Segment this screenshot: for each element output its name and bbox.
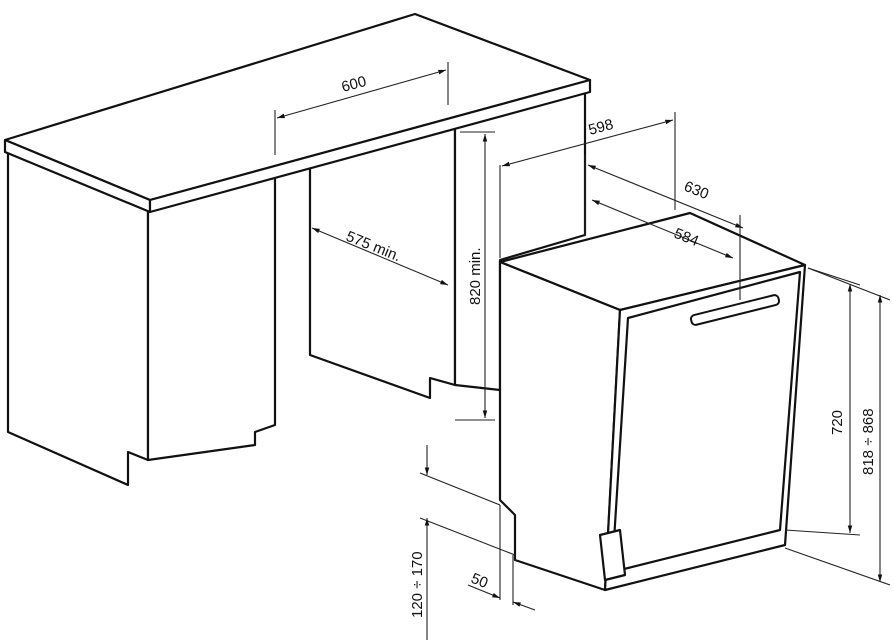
label-depth-with-door: 630 xyxy=(682,178,712,203)
label-niche-height: 820 min. xyxy=(467,247,484,305)
dimension-lines xyxy=(274,62,891,640)
label-plinth-offset: 50 xyxy=(469,570,491,592)
door-handle xyxy=(689,294,781,326)
label-door-height: 720 xyxy=(829,410,846,435)
label-niche-width: 600 xyxy=(340,73,369,96)
label-plinth-height: 120 ÷ 170 xyxy=(409,551,426,618)
label-appliance-width: 598 xyxy=(587,116,616,139)
left-cabinet xyxy=(6,148,277,487)
label-appliance-height: 818 ÷ 868 xyxy=(860,408,877,475)
dishwasher xyxy=(498,211,807,592)
